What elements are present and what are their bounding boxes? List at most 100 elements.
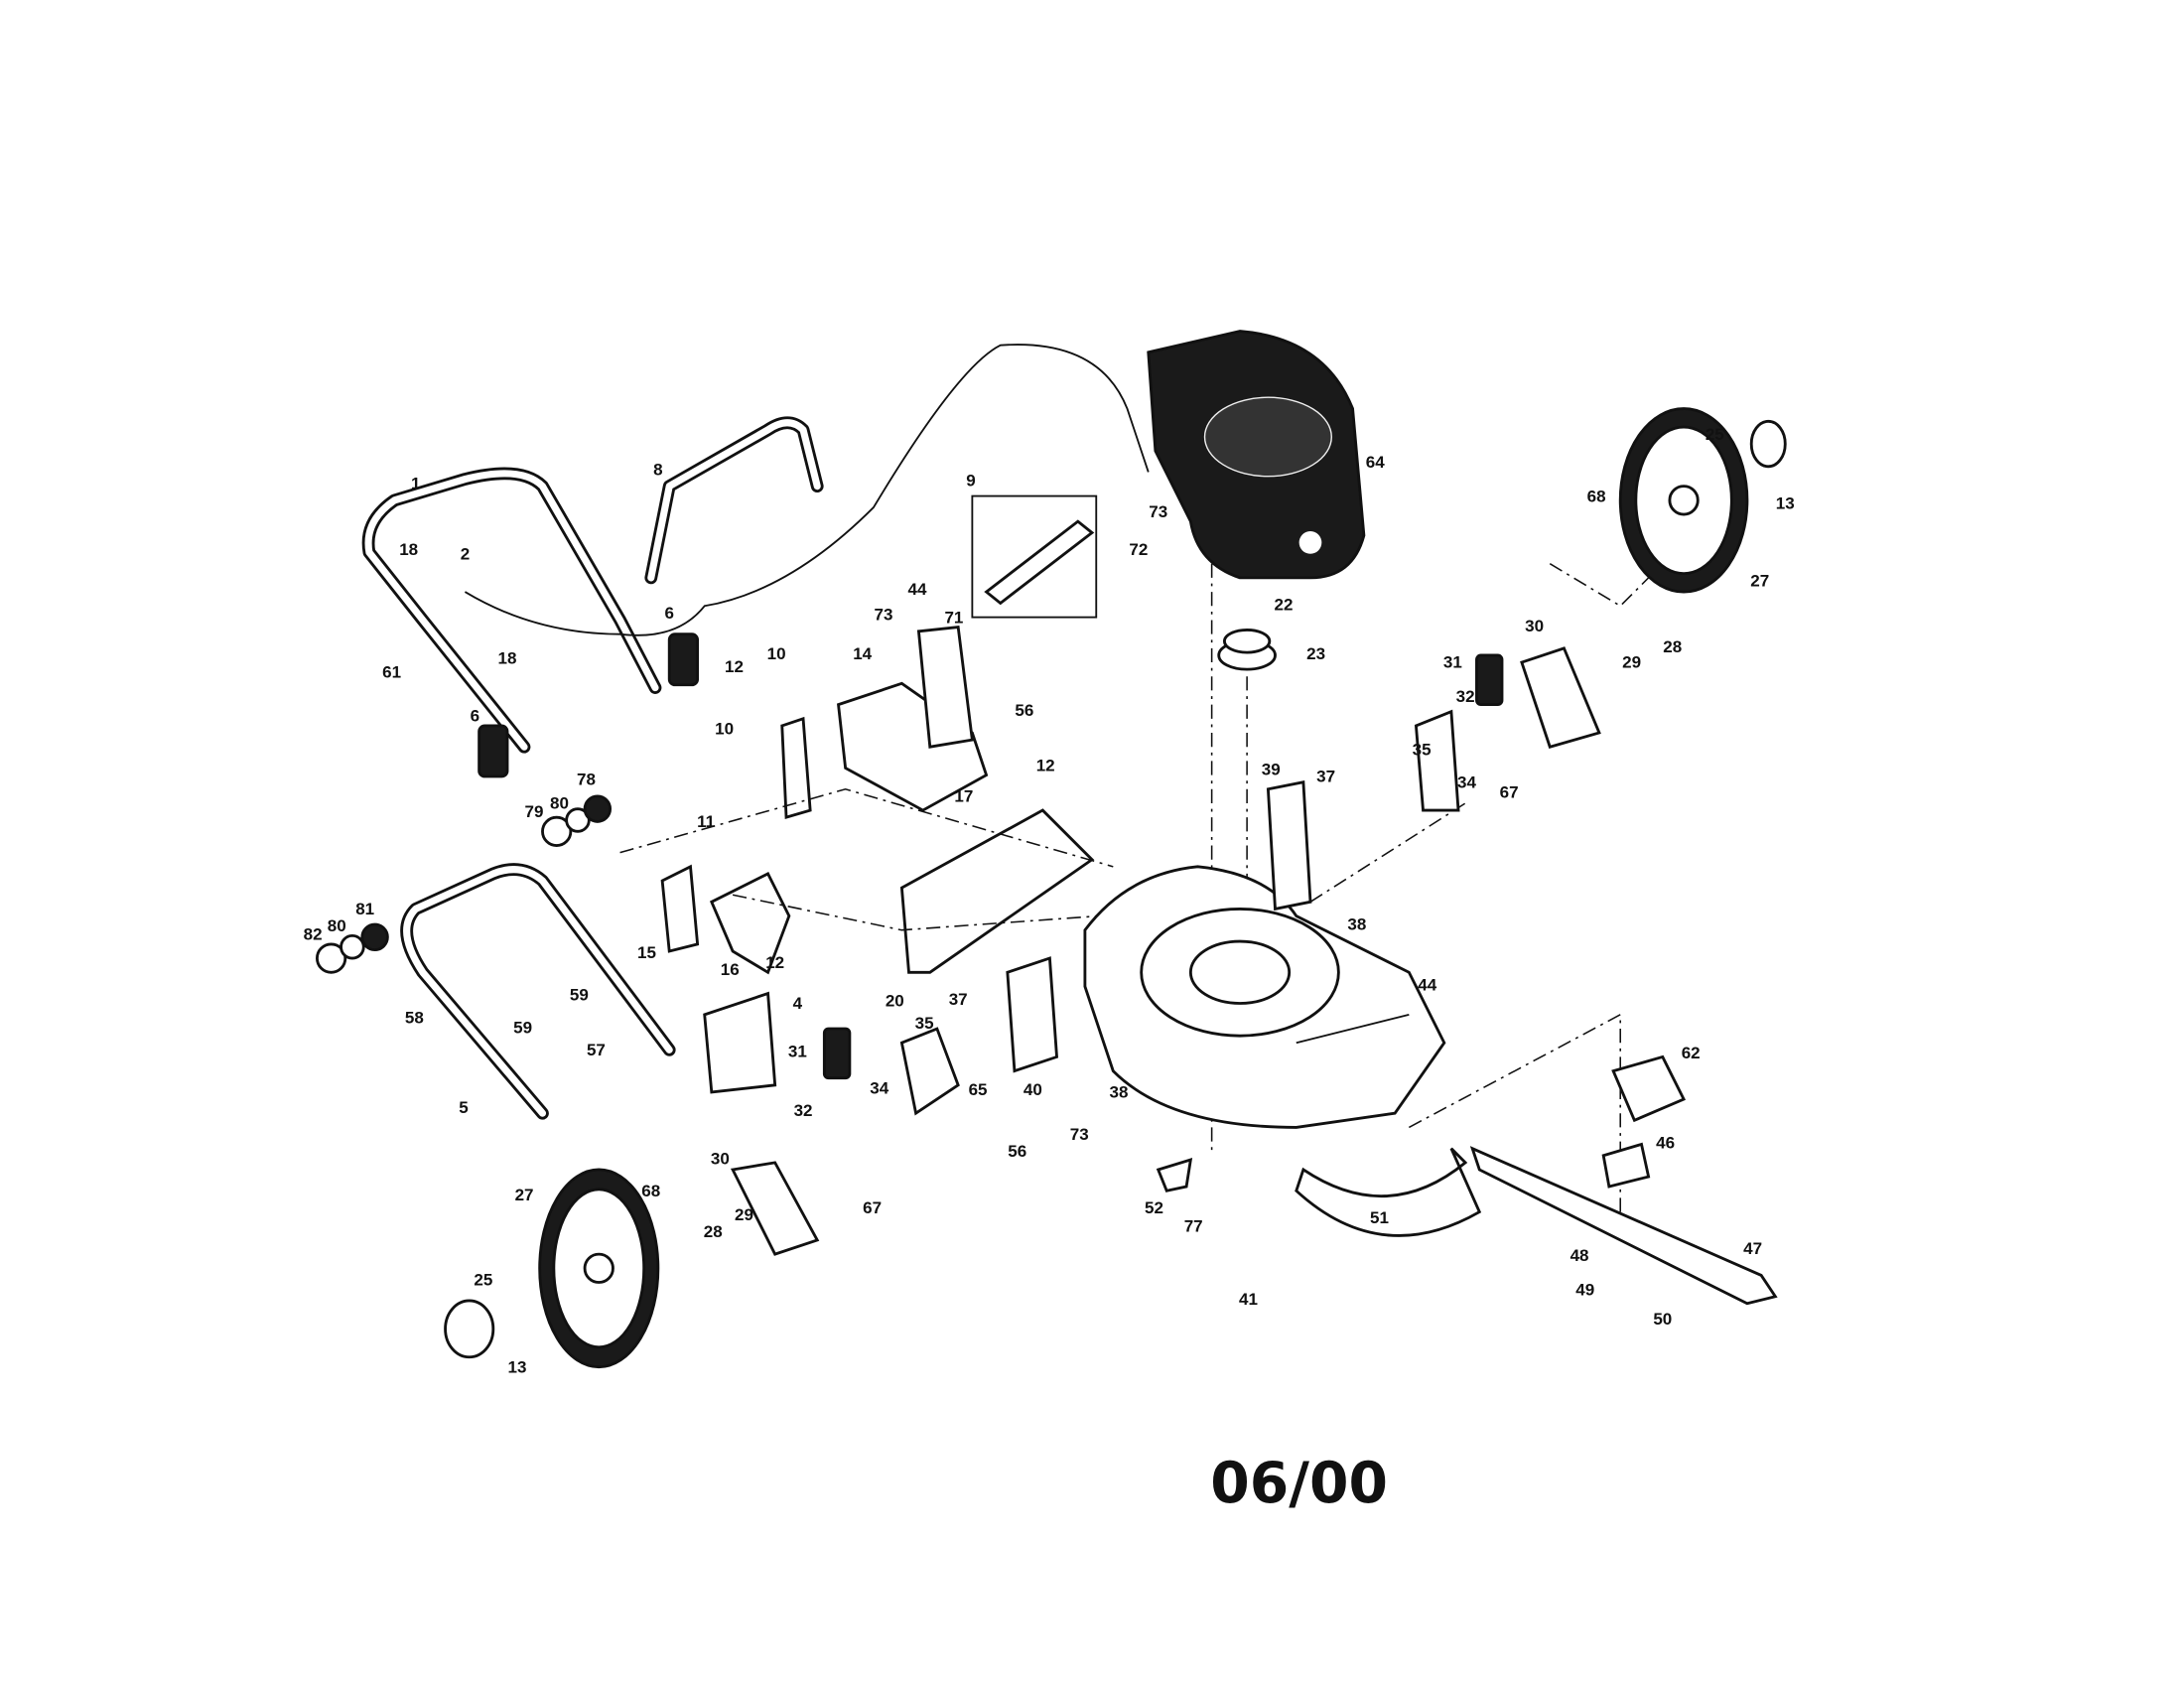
part-label: 56 bbox=[1015, 701, 1033, 720]
cable-bracket bbox=[984, 519, 1095, 606]
part-label: 67 bbox=[1500, 782, 1519, 801]
part-label: 28 bbox=[704, 1222, 723, 1241]
part-label: 46 bbox=[1656, 1134, 1675, 1153]
lower-handle bbox=[400, 863, 676, 1120]
assembly-line bbox=[619, 787, 1114, 868]
part-label: 18 bbox=[399, 540, 418, 559]
part-label: 48 bbox=[1570, 1246, 1589, 1265]
side-bracket bbox=[1006, 956, 1059, 1073]
part-label: 58 bbox=[405, 1008, 424, 1027]
blade bbox=[1469, 1146, 1778, 1306]
part-label: 56 bbox=[1008, 1142, 1026, 1161]
blade-adapter bbox=[1601, 1142, 1651, 1189]
assembly-line bbox=[1309, 802, 1466, 903]
part-label: 31 bbox=[1443, 653, 1462, 672]
part-label: 57 bbox=[587, 1041, 606, 1059]
part-label: 35 bbox=[1413, 741, 1432, 760]
part-label: 37 bbox=[949, 990, 968, 1009]
part-label: 4 bbox=[793, 994, 803, 1013]
date-code: 06/00 bbox=[1210, 1451, 1388, 1516]
adjuster-lever bbox=[1475, 653, 1504, 707]
wing-nut bbox=[583, 794, 613, 823]
part-label: 65 bbox=[969, 1080, 988, 1099]
washer bbox=[315, 942, 347, 974]
wing-nut bbox=[360, 922, 389, 951]
hubcap bbox=[444, 1299, 495, 1359]
cable-bracket-box bbox=[971, 494, 1098, 619]
part-label: 47 bbox=[1743, 1239, 1762, 1258]
front-baffle bbox=[1295, 1147, 1482, 1237]
part-label: 59 bbox=[513, 1018, 532, 1037]
assembly-line bbox=[1408, 1013, 1621, 1212]
part-label: 22 bbox=[1275, 596, 1294, 615]
part-label: 64 bbox=[1366, 453, 1385, 472]
mower-deck bbox=[1083, 865, 1446, 1129]
part-label: 82 bbox=[304, 925, 323, 944]
part-label: 79 bbox=[525, 802, 544, 821]
part-label: 32 bbox=[1456, 687, 1475, 706]
part-label: 34 bbox=[870, 1078, 888, 1097]
part-label: 73 bbox=[874, 605, 892, 624]
washer bbox=[541, 815, 573, 847]
handle-knob bbox=[478, 724, 509, 778]
part-label: 35 bbox=[915, 1014, 934, 1033]
side-bracket bbox=[1266, 779, 1312, 912]
part-label: 81 bbox=[355, 900, 374, 918]
washer bbox=[340, 933, 365, 960]
part-label: 31 bbox=[788, 1042, 807, 1060]
part-label: 18 bbox=[498, 648, 517, 667]
part-label: 5 bbox=[459, 1098, 468, 1117]
rear-wheel-right bbox=[1618, 407, 1749, 594]
part-label: 27 bbox=[1750, 571, 1769, 590]
part-label: 6 bbox=[471, 707, 479, 726]
part-label: 29 bbox=[735, 1205, 753, 1224]
part-label: 78 bbox=[577, 771, 596, 789]
cable-plate bbox=[916, 626, 974, 749]
part-label: 38 bbox=[1109, 1083, 1128, 1102]
part-label: 38 bbox=[1347, 915, 1366, 934]
part-label: 12 bbox=[725, 657, 744, 676]
bracket bbox=[780, 716, 812, 820]
part-label: 23 bbox=[1306, 644, 1325, 663]
guard bbox=[1156, 1158, 1193, 1193]
part-label: 8 bbox=[653, 460, 662, 479]
part-label: 2 bbox=[461, 544, 470, 563]
handle-knob bbox=[667, 632, 700, 687]
part-label: 12 bbox=[1036, 756, 1055, 774]
engine bbox=[1147, 330, 1366, 580]
part-label: 80 bbox=[328, 916, 346, 935]
part-label: 44 bbox=[1418, 976, 1436, 995]
height-adjuster bbox=[1414, 709, 1460, 812]
part-label: 59 bbox=[570, 986, 589, 1005]
part-label: 6 bbox=[664, 604, 673, 623]
part-label: 27 bbox=[515, 1186, 534, 1204]
bail-bar bbox=[644, 416, 824, 585]
adjuster-lever bbox=[822, 1027, 852, 1080]
front-wheel-left bbox=[538, 1168, 660, 1369]
part-label: 20 bbox=[886, 991, 904, 1010]
part-label: 1 bbox=[411, 474, 420, 492]
part-label: 67 bbox=[863, 1198, 882, 1217]
baffle bbox=[1611, 1054, 1687, 1123]
part-label: 30 bbox=[711, 1149, 730, 1168]
axle-bracket bbox=[1520, 646, 1601, 749]
upper-handle bbox=[361, 467, 662, 754]
part-label: 61 bbox=[382, 663, 401, 682]
part-label: 71 bbox=[944, 608, 963, 627]
part-label: 41 bbox=[1239, 1290, 1258, 1309]
part-label: 44 bbox=[908, 580, 927, 599]
part-label: 51 bbox=[1370, 1208, 1389, 1227]
bag-adapter bbox=[703, 991, 777, 1094]
part-label: 17 bbox=[954, 787, 973, 806]
part-label: 30 bbox=[1525, 617, 1544, 635]
part-label: 15 bbox=[637, 943, 656, 962]
bracket bbox=[660, 864, 700, 953]
part-label: 13 bbox=[507, 1357, 526, 1376]
part-label: 29 bbox=[1622, 653, 1641, 672]
part-label: 14 bbox=[853, 644, 872, 663]
part-label: 37 bbox=[1316, 768, 1335, 786]
rear-skirt bbox=[899, 808, 1095, 974]
part-label: 49 bbox=[1575, 1280, 1594, 1299]
part-label: 34 bbox=[1457, 772, 1476, 791]
